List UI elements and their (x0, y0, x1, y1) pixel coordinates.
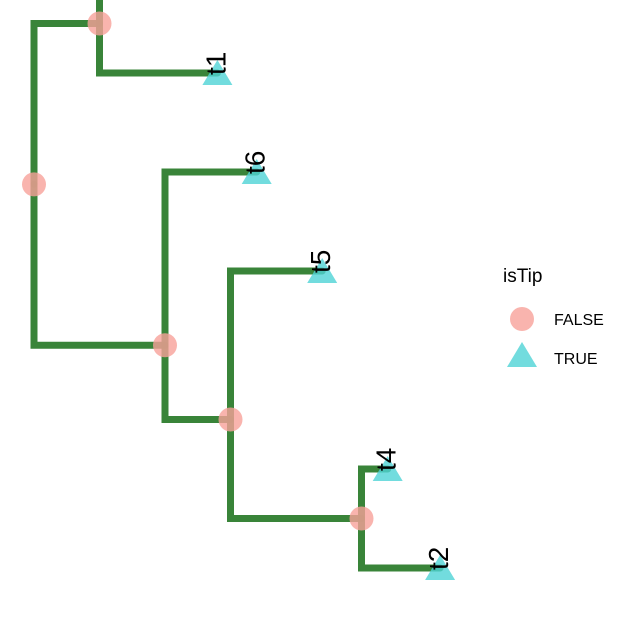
tip-label-t5: t5 (305, 250, 336, 273)
edges-layer (30, 0, 444, 572)
legend-false-marker (510, 307, 534, 331)
tip-node-t5 (307, 258, 338, 283)
internal-node-n3 (218, 407, 243, 432)
edge-n4-t4 (358, 465, 392, 522)
tip-label-t1: t1 (200, 52, 231, 75)
tip-node-t6 (241, 159, 272, 184)
tip-node-t1 (202, 60, 233, 85)
edge-n1-t1 (96, 20, 221, 77)
internal-node-n4 (349, 506, 374, 531)
internal-node-root (22, 172, 46, 197)
edge-root-n1 (30, 20, 103, 188)
legend: isTip FALSE TRUE (503, 266, 604, 368)
nodes-layer (22, 11, 456, 580)
internal-node-n1 (87, 11, 112, 36)
edge-n4-t2 (358, 515, 444, 572)
internal-node-n2 (153, 333, 177, 358)
tip-label-t2: t2 (423, 547, 454, 570)
legend-title: isTip (503, 266, 542, 287)
tip-node-t4 (372, 456, 403, 481)
tip-node-t2 (425, 555, 456, 580)
edge-n3-t5 (227, 267, 326, 423)
edge-root-n2 (30, 180, 169, 349)
legend-false-label: FALSE (554, 312, 604, 329)
edge-n2-n3 (161, 341, 234, 423)
labels-layer: t3t1t6t5t4t2 (200, 52, 454, 570)
edge-n3-n4 (227, 416, 365, 522)
legend-true-label: TRUE (554, 351, 598, 368)
tip-label-t4: t4 (371, 448, 402, 471)
edge-n2-t6 (161, 168, 261, 349)
legend-true-marker (507, 342, 537, 367)
edge-n1-t3 (96, 0, 103, 27)
tip-label-t6: t6 (240, 151, 271, 174)
